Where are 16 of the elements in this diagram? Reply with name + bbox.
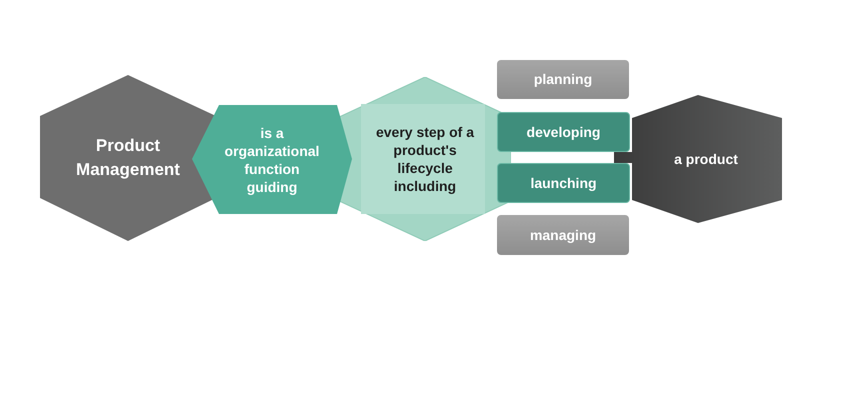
hexagon-shape xyxy=(40,75,216,241)
hexagon-shape xyxy=(192,105,352,214)
step-box xyxy=(497,163,630,203)
node-label: launching xyxy=(530,174,597,193)
node-label: planning xyxy=(534,70,592,89)
hexagon-shape xyxy=(339,77,511,241)
node-label: developing xyxy=(526,122,600,142)
node-label: a product xyxy=(674,150,738,169)
node-label: Product Management xyxy=(75,135,181,181)
node-label: every step of a product's lifecycle including xyxy=(374,123,476,195)
step-box xyxy=(497,60,629,99)
node-label: managing xyxy=(530,226,596,245)
hexagon-shape xyxy=(614,95,782,223)
node-label: is a organizational function guiding xyxy=(224,124,320,196)
step-box xyxy=(497,215,629,255)
step-box xyxy=(497,112,630,152)
